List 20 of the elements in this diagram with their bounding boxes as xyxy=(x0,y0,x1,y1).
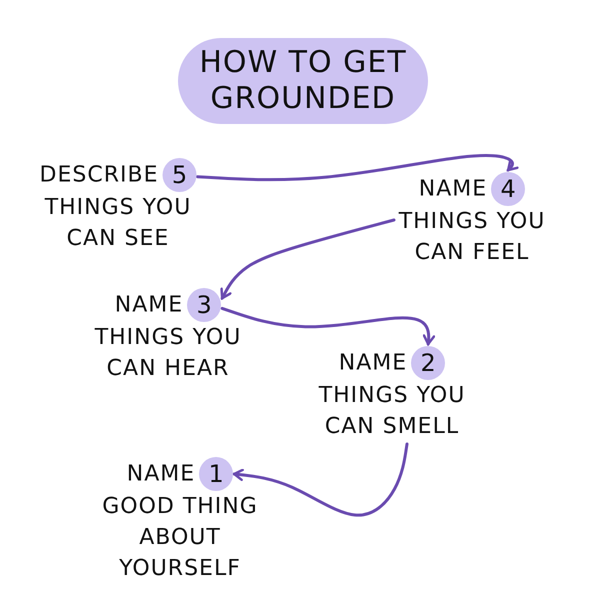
number-circle: 3 xyxy=(187,288,222,322)
step-heading: NAME xyxy=(418,176,488,202)
step-heading: NAME xyxy=(338,350,408,376)
arrow xyxy=(220,218,396,300)
step-text: THINGS YOU CAN FEEL xyxy=(398,208,546,267)
step-text: THINGS YOU CAN SEE xyxy=(44,194,192,253)
step-text: GOOD THING ABOUT YOURSELF xyxy=(101,493,259,583)
arrow xyxy=(196,154,519,182)
step-heading: NAME xyxy=(114,292,184,318)
title: HOW TO GET GROUNDED xyxy=(198,44,408,117)
arrow xyxy=(232,442,408,517)
step-text: THINGS YOU CAN HEAR xyxy=(94,324,242,383)
arrow xyxy=(220,306,436,346)
number-circle: 4 xyxy=(491,172,526,206)
step-heading: NAME xyxy=(126,462,196,486)
step-text: THINGS YOU CAN SMELL xyxy=(318,382,466,441)
number-circle: 5 xyxy=(162,158,196,192)
number-circle: 2 xyxy=(411,346,446,380)
step-heading: DESCRIBE xyxy=(40,162,158,188)
number-circle: 1 xyxy=(199,457,234,491)
